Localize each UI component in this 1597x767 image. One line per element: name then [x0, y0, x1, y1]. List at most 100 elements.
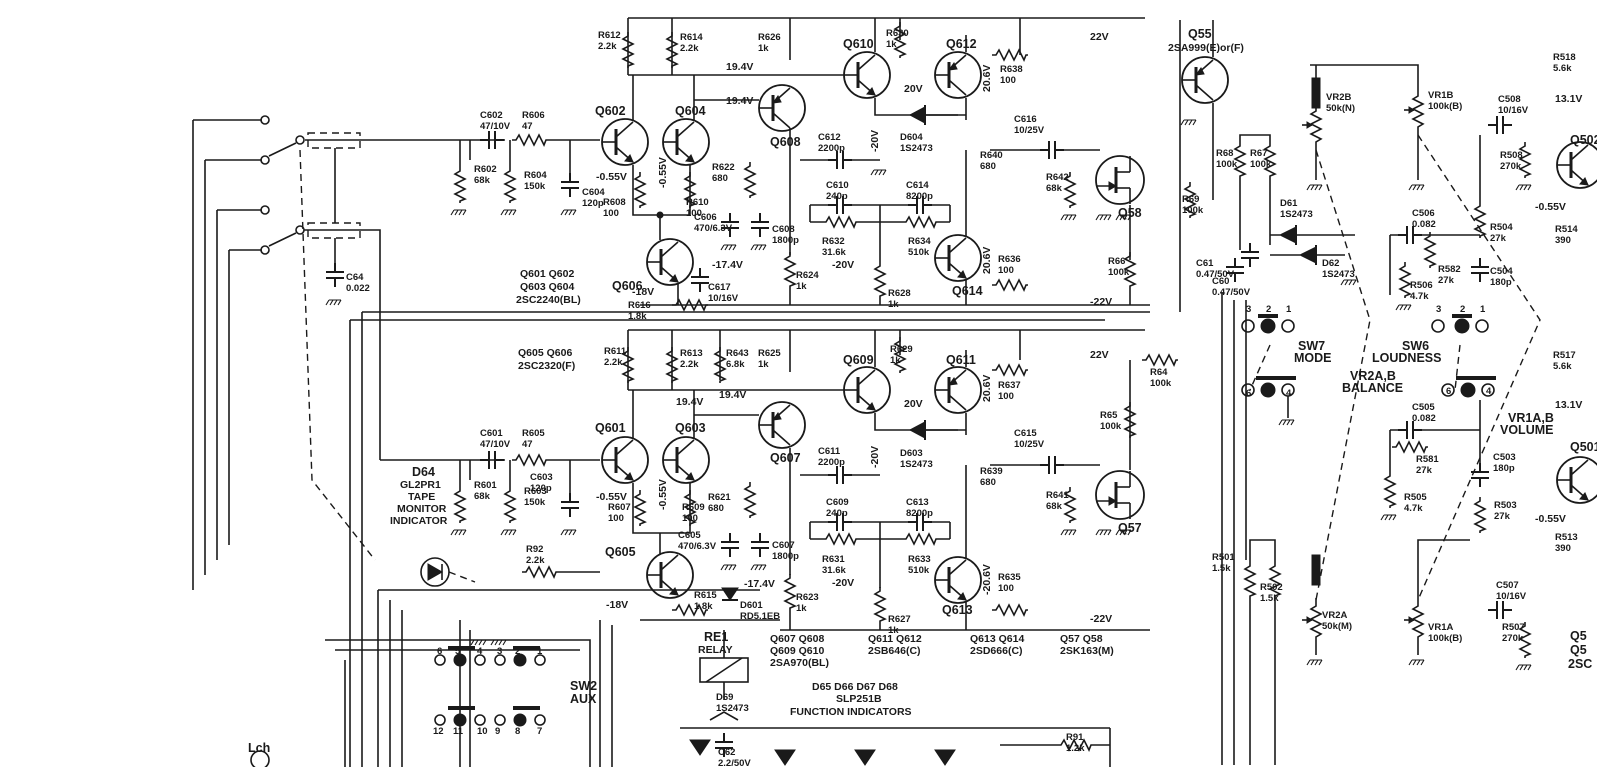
volt-label: 20V	[904, 83, 923, 95]
note: Q607 Q608	[770, 633, 824, 645]
sw7-pin: 5	[1266, 388, 1272, 399]
component-value: 1k	[888, 299, 899, 310]
component-ref: C612	[818, 132, 841, 143]
component-ref: R630	[886, 28, 909, 39]
component-value: 47/10V	[480, 121, 511, 132]
component-ref: R67	[1250, 148, 1267, 159]
component-ref: R502	[1260, 582, 1283, 593]
component-ref: C604	[582, 187, 605, 198]
component-ref: R68	[1216, 148, 1233, 159]
note: INDICATOR	[390, 515, 448, 527]
component-value: 180p	[1490, 277, 1512, 288]
component-value: 47/10V	[480, 439, 511, 450]
note: Q57 Q58	[1060, 633, 1103, 645]
component-ref: R636	[998, 254, 1021, 265]
component-value: 100	[998, 391, 1014, 402]
component-value: 1k	[886, 39, 897, 50]
component-value: 5.6k	[1553, 63, 1572, 74]
component-value: 240p	[826, 508, 848, 519]
component-ref: R609	[682, 502, 705, 513]
component-value: 100k	[1182, 205, 1204, 216]
component-value: 2200p	[818, 457, 845, 468]
component-ref: C609	[826, 497, 849, 508]
component-ref: R621	[708, 492, 731, 503]
component-value: 31.6k	[822, 565, 846, 576]
component-value: 100k	[1250, 159, 1272, 170]
transistor-label: Q609	[843, 353, 874, 367]
component-ref: R640	[980, 150, 1003, 161]
component-value: 0.022	[346, 283, 370, 294]
component-value: 100	[1000, 75, 1016, 86]
component-value: 1800p	[772, 235, 799, 246]
note: MODE	[1294, 351, 1332, 365]
component-value: 4.7k	[1410, 291, 1429, 302]
component-value: 50k(M)	[1322, 621, 1352, 632]
component-ref: C601	[480, 428, 503, 439]
component-ref: R501	[1212, 552, 1235, 563]
component-ref: VR1B	[1428, 90, 1453, 101]
transistor-label: Q613	[942, 603, 973, 617]
component-ref: R606	[522, 110, 545, 121]
volt-label: 19.4V	[726, 61, 753, 73]
component-ref: C617	[708, 282, 731, 293]
transistor-label: Q605	[605, 545, 636, 559]
note: MONITOR	[397, 503, 447, 515]
component-ref: C607	[772, 540, 795, 551]
component-ref: C504	[1490, 266, 1513, 277]
component-c61: C610.47/50V	[1196, 258, 1235, 280]
component-ref: C507	[1496, 580, 1519, 591]
rail-label-neg22v-bot: -22V	[1090, 613, 1112, 625]
component-value: 470/6.3V	[694, 223, 733, 234]
note: Lch	[248, 741, 270, 755]
component-value: 68k	[1046, 183, 1063, 194]
component-value: 1k	[888, 625, 899, 636]
component-ref: R607	[608, 502, 631, 513]
note: 2SC	[1568, 657, 1592, 671]
sw7-pin: 1	[1286, 304, 1292, 315]
lch-jack-icon	[250, 750, 270, 767]
component-labels: R6122.2kR6142.2kR6261kR6301kR638100C6024…	[346, 28, 1578, 767]
note: SW6	[1402, 339, 1429, 353]
note: RELAY	[698, 644, 733, 656]
transistor-label: Q57	[1118, 521, 1142, 535]
component-value: 680	[712, 173, 728, 184]
note: TAPE	[408, 491, 435, 503]
volt-label: -0.55V	[596, 171, 627, 183]
component-value: 270k	[1500, 161, 1522, 172]
note: D65 D66 D67 D68	[812, 681, 898, 693]
note: RE1	[704, 630, 728, 644]
volt-label: -20V	[832, 259, 854, 271]
component-ref: R622	[712, 162, 735, 173]
sw2-pin: 12	[433, 726, 444, 737]
sw2-pin: 4	[477, 646, 483, 657]
component-value: 100	[682, 513, 698, 524]
component-value: 47	[522, 121, 533, 132]
component-value: 680	[708, 503, 724, 514]
component-value: 100k(B)	[1428, 101, 1462, 112]
component-value: 68k	[474, 175, 491, 186]
